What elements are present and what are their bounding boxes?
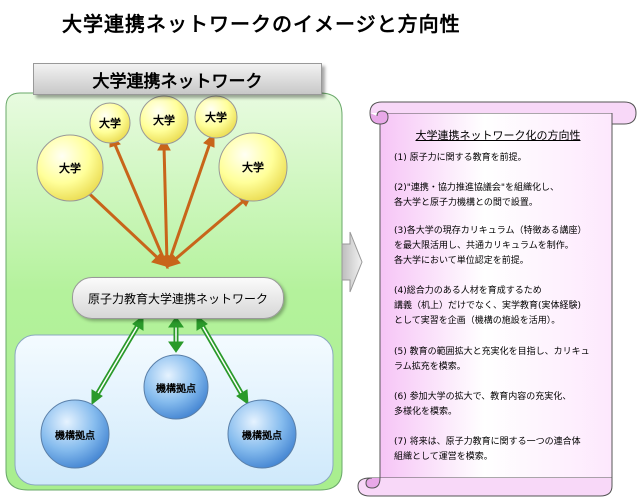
green-arrow-left <box>91 314 144 406</box>
hub-network-node: 原子力教育大学連携ネットワーク <box>72 277 284 319</box>
network-banner: 大学連携ネットワーク <box>33 63 322 95</box>
scroll-banner <box>357 101 637 497</box>
university-circle-5 <box>218 132 288 202</box>
direction-item-4-line-2: 講義（机上）だけでなく、実学教育(実体経験) <box>394 301 582 311</box>
direction-item-2-line-2: 各大学と原子力機構との間で設置。 <box>394 198 538 208</box>
scroll-title: 大学連携ネットワーク化の方向性 <box>415 129 581 142</box>
university-circle-2 <box>89 102 131 144</box>
direction-item-3-line-2: を最大限活用し、共通カリキュラムを制作。 <box>394 241 574 251</box>
green-arrow-right <box>196 314 249 406</box>
direction-item-5-line-2: ラム拡充を模索。 <box>394 362 466 372</box>
direction-item-2-line-1: (2)"連携・協力推進協議会"を組織化し、 <box>394 183 560 193</box>
direction-item-7-line-2: 組織として運営を模索。 <box>394 452 493 462</box>
connector-arrow <box>341 231 363 293</box>
university-circle-4 <box>194 95 238 139</box>
scroll-bottom-knob <box>365 477 381 489</box>
page-title: 大学連携ネットワークのイメージと方向性 <box>62 12 461 36</box>
university-label-4: 大学 <box>205 111 227 124</box>
direction-item-6-line-1: (6) 参加大学の拡大で、教育内容の充実化、 <box>394 392 572 402</box>
base-label-2: 機構拠点 <box>156 383 196 395</box>
direction-item-4-line-3: として実習を企画（機構の施設を活用）。 <box>394 316 561 326</box>
scroll-bottom-curl <box>357 477 613 497</box>
direction-item-3-line-1: (3)各大学の現存カリキュラム（特徴ある講座） <box>394 226 587 236</box>
direction-item-3: (3)各大学の現存カリキュラム（特徴ある講座） を最大限活用し、共通カリキュラム… <box>394 224 620 269</box>
scroll-top-curl <box>369 101 637 125</box>
direction-item-6-line-2: 多様化を模索。 <box>394 407 458 417</box>
university-label-3: 大学 <box>153 114 175 127</box>
base-circle-2 <box>143 354 209 420</box>
direction-item-6: (6) 参加大学の拡大で、教育内容の充実化、 多様化を模索。 <box>394 390 620 420</box>
direction-item-2: (2)"連携・協力推進協議会"を組織化し、 各大学と原子力機構との間で設置。 <box>394 181 620 211</box>
university-circle-3 <box>139 95 189 145</box>
university-label-2: 大学 <box>99 117 121 130</box>
direction-item-5-line-1: (5) 教育の範囲拡大と充実化を目指し、カリキュ <box>394 347 590 357</box>
direction-item-7: (7) 将来は、原子力教育に関する一つの連合体 組織として運営を模索。 <box>394 435 620 465</box>
base-label-1: 機構拠点 <box>55 430 95 442</box>
direction-item-4-line-1: (4)総合力のある人材を育成するため <box>394 286 542 296</box>
direction-item-1: (1) 原子力に関する教育を前提。 <box>394 151 620 166</box>
green-arrow-center <box>168 316 184 353</box>
university-label-1: 大学 <box>59 162 81 175</box>
direction-item-7-line-1: (7) 将来は、原子力教育に関する一つの連合体 <box>394 437 581 447</box>
direction-item-1-line-1: (1) 原子力に関する教育を前提。 <box>394 153 527 163</box>
direction-item-4: (4)総合力のある人材を育成するため 講義（机上）だけでなく、実学教育(実体経験… <box>394 284 620 329</box>
direction-item-5: (5) 教育の範囲拡大と充実化を目指し、カリキュ ラム拡充を模索。 <box>394 345 620 375</box>
university-circle-1 <box>36 134 104 202</box>
base-label-3: 機構拠点 <box>242 430 282 442</box>
direction-item-3-line-3: 各大学において単位認定を前提。 <box>394 256 529 266</box>
base-circle-1 <box>40 399 110 469</box>
university-label-5: 大学 <box>242 161 264 174</box>
orange-arrows <box>72 132 253 270</box>
green-arrows <box>91 314 249 406</box>
scroll-top-knob <box>369 110 389 125</box>
base-circle-3 <box>227 399 297 469</box>
